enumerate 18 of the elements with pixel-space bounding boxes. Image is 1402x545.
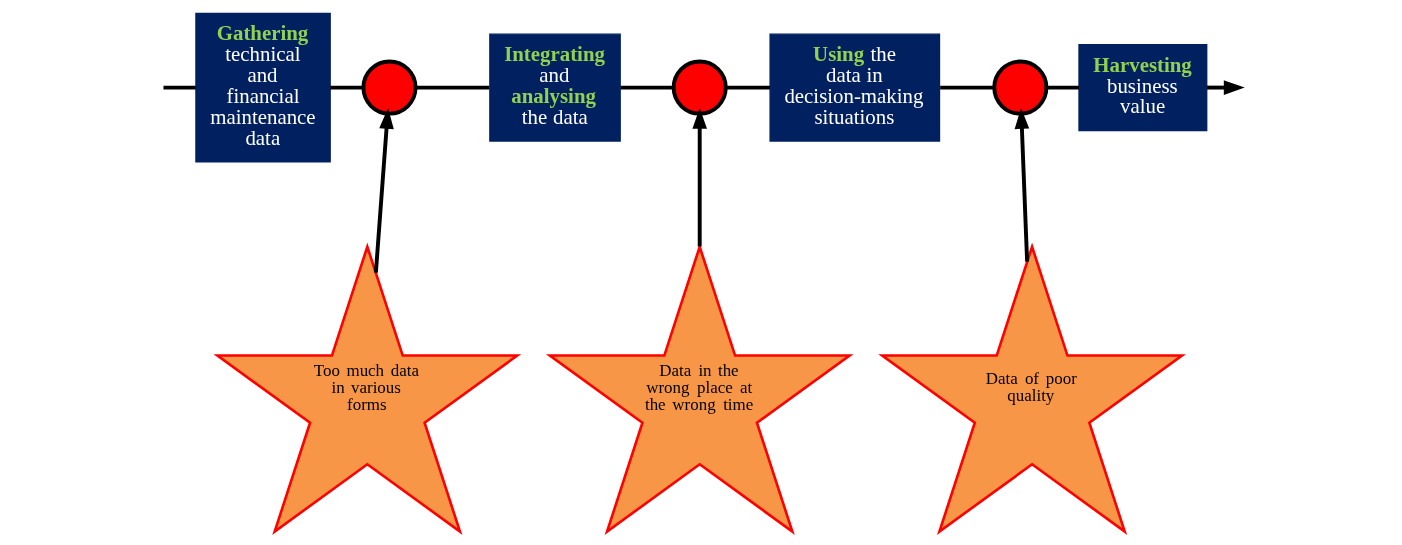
connector <box>163 85 196 90</box>
arrow <box>1206 80 1245 95</box>
connector <box>726 85 770 90</box>
node-box: Harvesting business value <box>1078 43 1208 132</box>
node-circle <box>671 59 728 116</box>
arrow <box>373 107 394 273</box>
connector <box>1046 85 1079 90</box>
node-circle <box>361 59 418 116</box>
arrow <box>692 107 707 247</box>
node-box: Integrating and analysing the data <box>489 33 621 142</box>
arrow <box>1014 107 1030 262</box>
connector <box>330 85 364 90</box>
node-circle <box>992 59 1049 116</box>
node-box: Gathering technical and financial maintenance data <box>195 12 331 163</box>
connector <box>416 85 490 90</box>
node-box: Using the data in decision-making situations <box>769 33 941 142</box>
connector <box>620 85 674 90</box>
connector <box>940 85 995 90</box>
